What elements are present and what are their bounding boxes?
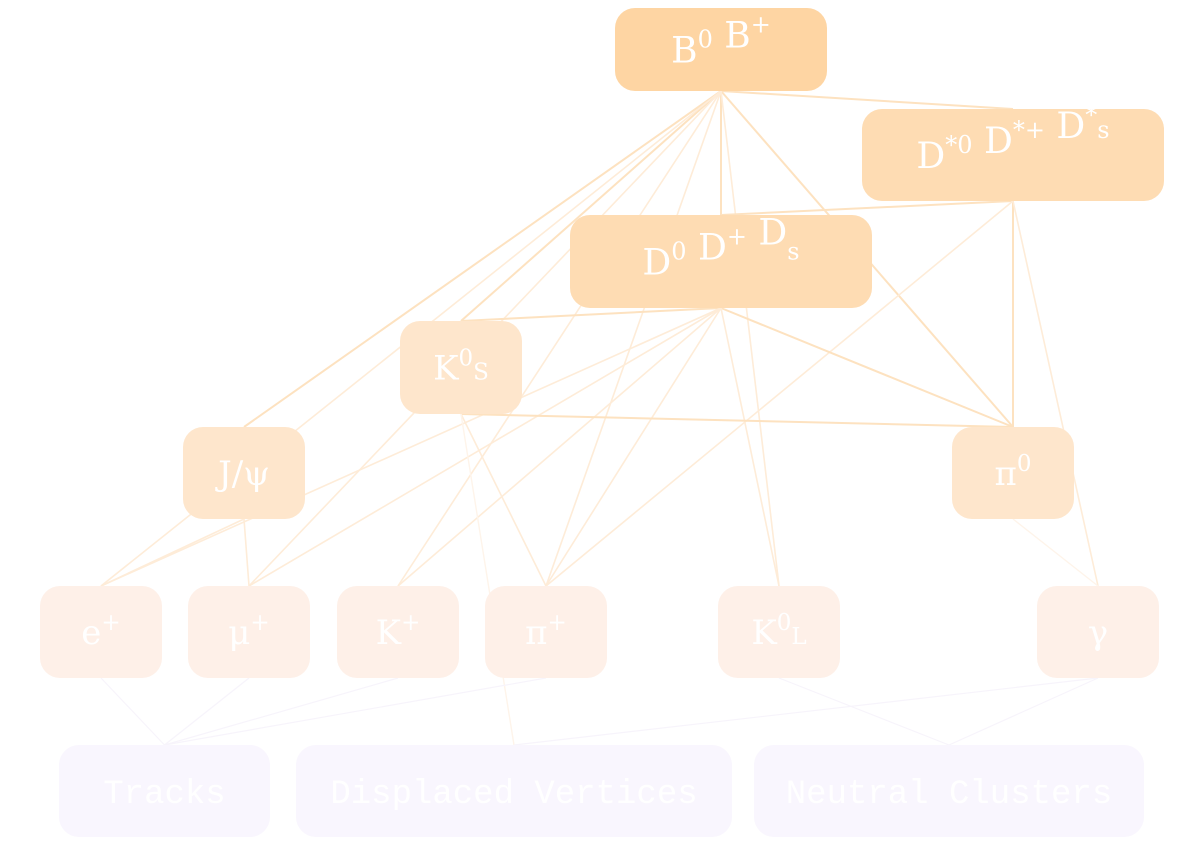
node-neutral-clusters[interactable]: Neutral Clusters (754, 745, 1144, 837)
edge-d-to-k (397, 307, 722, 587)
node-positron[interactable]: e+ (40, 586, 162, 678)
edge-pi0-to-gamma (1012, 518, 1099, 587)
node-tracks-box[interactable] (59, 745, 270, 837)
edge-b-to-dstar (720, 90, 1014, 110)
node-d-mesons-label: D0 D+ Ds (642, 212, 799, 283)
edge-gamma-to-nc (948, 677, 1099, 746)
node-k-long[interactable]: K0L (718, 586, 840, 678)
edge-d-to-pi0 (720, 307, 1014, 428)
node-b-mesons-label: B0 B+ (671, 10, 771, 71)
edge-ks-to-pi0 (460, 413, 1014, 428)
node-tracks[interactable]: Tracks (59, 745, 270, 837)
node-kaon-label: K+ (376, 610, 421, 653)
edge-jpsi-to-e (100, 518, 245, 587)
edge-mu-to-tracks (164, 677, 250, 746)
node-b-mesons-box[interactable] (615, 8, 827, 91)
node-pion[interactable]: π+ (485, 586, 607, 678)
edge-b-to-kl (720, 90, 780, 587)
node-k-short[interactable]: K0S (400, 321, 522, 414)
edge-kl-to-nc (778, 677, 950, 746)
node-d-mesons-box[interactable] (570, 215, 872, 308)
node-kaon-box[interactable] (337, 586, 459, 678)
node-pi-zero[interactable]: π0 (952, 427, 1074, 519)
edge-d-to-e (100, 307, 722, 587)
edge-b-to-k (397, 90, 722, 587)
edge-b-to-pi (545, 90, 722, 587)
node-k-long-label: K0L (751, 610, 806, 653)
node-kaon[interactable]: K+ (337, 586, 459, 678)
node-photon[interactable]: γ (1037, 586, 1159, 678)
node-d-star-mesons-box[interactable] (862, 109, 1164, 201)
node-positron-box[interactable] (40, 586, 162, 678)
node-pi-zero-label: π0 (995, 451, 1032, 494)
node-k-short-label: K0S (433, 346, 489, 389)
edge-jpsi-to-mu (243, 518, 250, 587)
node-pi-zero-box[interactable] (952, 427, 1074, 519)
node-j-psi-label: J/ψ (215, 454, 270, 494)
edge-dstar-to-gamma (1012, 200, 1099, 587)
edge-pi-to-tracks (164, 677, 547, 746)
edge-b-to-ks (460, 90, 722, 322)
node-k-long-box[interactable] (718, 586, 840, 678)
edge-e-to-tracks (100, 677, 165, 746)
edge-d-to-pi (545, 307, 722, 587)
edge-gamma-to-dv (513, 677, 1099, 746)
node-k-short-box[interactable] (400, 321, 522, 414)
node-d-star-mesons[interactable]: D*0 D*+ D*s (862, 101, 1164, 201)
node-photon-box[interactable] (1037, 586, 1159, 678)
node-neutral-clusters-box[interactable] (754, 745, 1144, 837)
edge-ks-to-pi (460, 413, 547, 587)
edge-dstar-to-pi (545, 200, 1014, 587)
node-muon[interactable]: μ+ (188, 586, 310, 678)
node-muon-box[interactable] (188, 586, 310, 678)
node-muon-label: μ+ (228, 610, 269, 653)
node-j-psi-box[interactable] (183, 427, 305, 519)
node-pion-box[interactable] (485, 586, 607, 678)
node-displaced-vertices-label: Displaced Vertices (330, 776, 697, 814)
node-j-psi[interactable]: J/ψ (183, 427, 305, 519)
node-d-star-mesons-label: D*0 D*+ D*s (916, 101, 1109, 177)
node-b-mesons[interactable]: B0 B+ (615, 8, 827, 91)
nodes-layer: B0 B+ D*0 D*+ D*s D0 D+ Ds K0S J/ψ π0 e+ μ+ K+ π+… (40, 8, 1164, 837)
node-photon-label: γ (1088, 613, 1108, 653)
node-displaced-vertices[interactable]: Displaced Vertices (296, 745, 732, 837)
node-positron-label: e+ (81, 610, 120, 653)
node-displaced-vertices-box[interactable] (296, 745, 732, 837)
node-neutral-clusters-label: Neutral Clusters (786, 776, 1112, 814)
node-tracks-label: Tracks (103, 776, 225, 814)
edge-dstar-to-d (720, 200, 1014, 216)
edge-d-to-ks (460, 307, 722, 322)
edge-d-to-mu (248, 307, 722, 587)
node-pion-label: π+ (525, 610, 567, 653)
edge-k-to-tracks (164, 677, 399, 746)
edge-ks-to-dv (460, 413, 515, 746)
node-d-mesons[interactable]: D0 D+ Ds (570, 212, 872, 308)
edge-d-to-kl (720, 307, 780, 587)
edge-b-to-jpsi (243, 90, 722, 428)
